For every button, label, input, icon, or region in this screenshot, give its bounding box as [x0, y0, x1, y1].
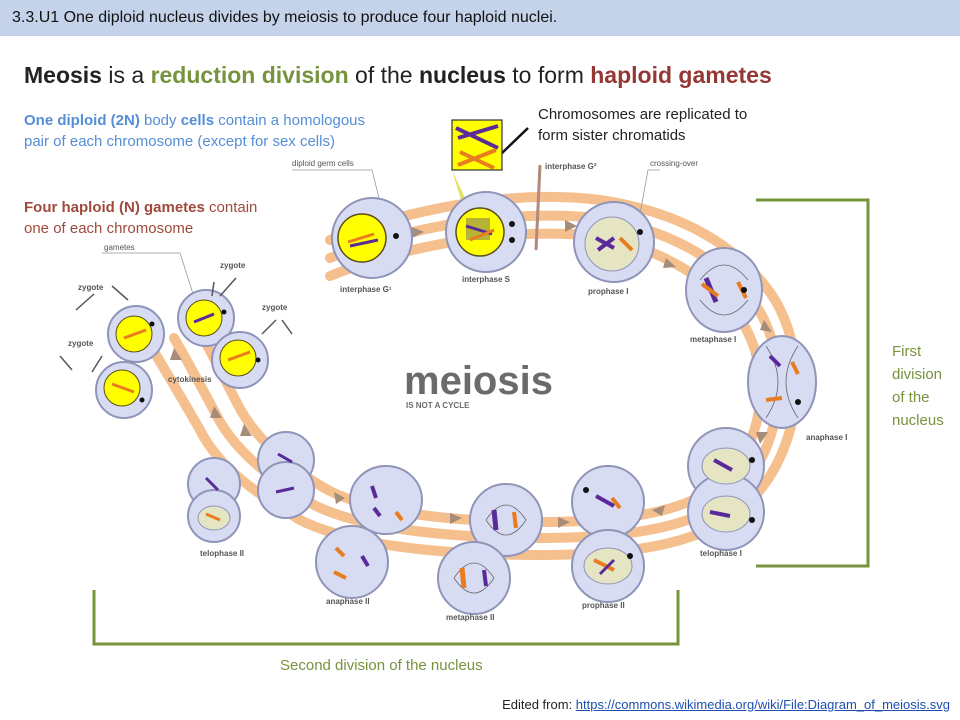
arrow: [565, 220, 577, 232]
first-division-line: division: [892, 366, 943, 383]
direction-arrows: [170, 220, 772, 528]
cell-anaphase-2-upper: [349, 465, 423, 535]
first-division-line: nucleus: [892, 412, 944, 429]
diploid-note-line2: pair of each chromosome (except for sex …: [24, 133, 335, 150]
label-prophase-1: prophase I: [588, 287, 628, 296]
leader-crossing: [637, 169, 660, 226]
arrow: [412, 227, 424, 238]
diploid-note: One diploid (2N) body cells contain a ho…: [24, 110, 365, 152]
cell-prophase-1: [573, 201, 655, 283]
credit-prefix: Edited from:: [502, 697, 576, 712]
cell-telophase-1: [687, 427, 765, 551]
cell-metaphase-2-upper: [469, 483, 543, 557]
label-diploid-germ-cells: diploid germ cells: [292, 159, 354, 168]
source-credit: Edited from: https://commons.wikimedia.o…: [502, 697, 950, 712]
zygote-arrows: [59, 277, 293, 373]
center-subtitle: IS NOT A CYCLE: [406, 401, 470, 410]
inset-chromatid: [457, 148, 497, 167]
inset-chromatid: [459, 150, 495, 170]
cell-gamete-3: [107, 305, 165, 363]
arrow: [652, 505, 665, 516]
cell-interphase-s: [445, 191, 527, 273]
arrow: [558, 517, 570, 528]
label-zygote-3: zygote: [262, 303, 288, 312]
diploid-note-text: body: [139, 112, 181, 129]
haploid-note: Four haploid (N) gametes contain one of e…: [24, 197, 257, 239]
arrow: [170, 348, 182, 360]
cell-prophase-2-upper: [571, 465, 645, 539]
title-banner: 3.3.U1 One diploid nucleus divides by me…: [0, 0, 960, 36]
first-division-line: of the: [892, 389, 930, 406]
haploid-note-bold: Four haploid (N) gametes: [24, 199, 205, 216]
arrow: [450, 513, 462, 524]
cell-telophase-2-upper: [257, 431, 315, 519]
label-interphase-s: interphase S: [462, 275, 511, 284]
arrow: [240, 424, 252, 436]
credit-link[interactable]: https://commons.wikimedia.org/wiki/File:…: [575, 697, 950, 712]
cell-interphase-g1: [331, 197, 413, 279]
cell-gamete-2: [211, 331, 269, 389]
cell-metaphase-2-lower: [437, 541, 511, 615]
label-crossing-over: crossing-over: [650, 159, 698, 168]
g2-marker: [534, 164, 542, 251]
label-gametes: gametes: [104, 243, 135, 252]
headline-text-1: is a: [101, 62, 151, 88]
second-division-bracket: [92, 590, 680, 646]
inset-chromatid: [457, 124, 499, 140]
headline: Meosis is a reduction division of the nu…: [24, 62, 772, 89]
replication-note-line1: Chromosomes are replicated to: [538, 106, 748, 123]
haploid-note-text: contain: [204, 199, 258, 216]
first-division-bracket: [756, 198, 870, 568]
headline-meosis: Meosis: [24, 62, 102, 88]
label-cytokinesis: cytokinesis: [168, 375, 212, 384]
label-metaphase-1: metaphase I: [690, 335, 736, 344]
label-metaphase-2: metaphase II: [446, 613, 494, 622]
second-division-label: Second division of the nucleus: [280, 657, 483, 674]
headline-reduction-division: reduction division: [150, 62, 349, 88]
cell-prophase-2-lower: [571, 529, 645, 603]
first-division-line: First: [892, 343, 922, 360]
cell-anaphase-2-lower: [315, 525, 389, 599]
center-title: meiosis: [404, 359, 553, 403]
arrow: [756, 432, 768, 444]
label-anaphase-2: anaphase II: [326, 597, 370, 606]
arrow: [334, 492, 345, 504]
headline-haploid-gametes: haploid gametes: [590, 62, 772, 88]
cell-anaphase-1: [747, 335, 817, 429]
diploid-note-cells: cells: [180, 112, 215, 129]
label-zygote-4: zygote: [68, 339, 94, 348]
headline-text-2: of the: [348, 62, 419, 88]
leader-germ: [292, 169, 383, 211]
cell-metaphase-1: [685, 247, 763, 333]
first-division-label: First division of the nucleus: [892, 340, 944, 432]
banner-text: 3.3.U1 One diploid nucleus divides by me…: [12, 9, 558, 26]
label-interphase-g2: interphase G²: [545, 162, 597, 171]
label-telophase-1: telophase I: [700, 549, 742, 558]
arrow: [210, 406, 222, 418]
callout-line: [499, 127, 529, 156]
diploid-note-bold: One diploid (2N): [24, 112, 140, 129]
cell-telophase-2-lower: [187, 457, 241, 543]
headline-nucleus: nucleus: [418, 62, 506, 88]
arrow: [663, 258, 676, 268]
label-prophase-2: prophase II: [582, 601, 625, 610]
arrow: [760, 320, 772, 332]
headline-text-3: to form: [505, 62, 591, 88]
leader-gametes: [102, 252, 196, 301]
inset-chromatid: [455, 126, 499, 150]
label-anaphase-1: anaphase I: [806, 433, 847, 442]
cell-gamete-1: [177, 289, 235, 347]
replication-note: Chromosomes are replicated to form sister…: [538, 104, 747, 146]
label-zygote-2: zygote: [78, 283, 104, 292]
label-interphase-g1: interphase G¹: [340, 285, 392, 294]
replication-note-line2: form sister chromatids: [538, 127, 686, 144]
label-zygote-1: zygote: [220, 261, 246, 270]
cell-gamete-4: [95, 361, 153, 419]
haploid-note-line2: one of each chromosome: [24, 220, 194, 237]
label-telophase-2: telophase II: [200, 549, 244, 558]
diploid-note-text-2: contain a homologous: [214, 112, 366, 129]
